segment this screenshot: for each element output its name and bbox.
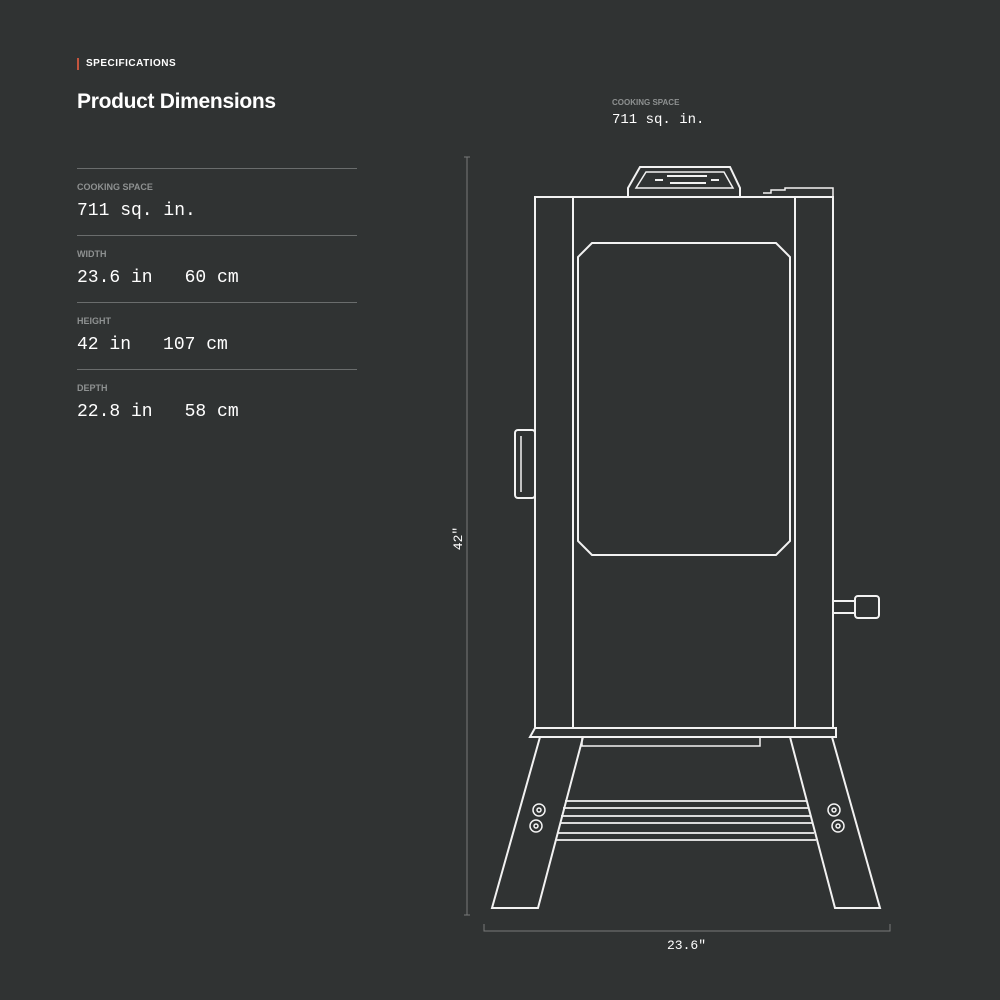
spec-value: 711 sq. in. — [77, 201, 196, 221]
door-window — [577, 242, 791, 556]
page-title: Product Dimensions — [77, 90, 276, 113]
control-panel — [627, 166, 741, 197]
diagram-cooking-space: COOKING SPACE 711 sq. in. — [612, 98, 705, 128]
drip-tray — [581, 737, 761, 747]
dimension-lines — [464, 156, 891, 932]
width-dimension-label: 23.6" — [667, 938, 707, 953]
right-leg — [789, 736, 882, 909]
spec-label: DEPTH — [77, 383, 108, 393]
base-rail — [528, 727, 837, 738]
body — [534, 196, 834, 729]
spec-label: COOKING SPACE — [77, 182, 153, 192]
bolts — [529, 803, 845, 833]
door-handle — [514, 429, 536, 499]
side-knob — [832, 595, 880, 619]
spec-cooking-space: COOKING SPACE 711 sq. in. — [77, 168, 357, 235]
spec-label: WIDTH — [77, 249, 107, 259]
bottom-shelf — [556, 800, 816, 841]
spec-label: HEIGHT — [77, 316, 112, 326]
height-dimension-label: 42" — [451, 526, 467, 551]
section-label: SPECIFICATIONS — [77, 58, 176, 70]
top-hinge — [763, 187, 834, 197]
